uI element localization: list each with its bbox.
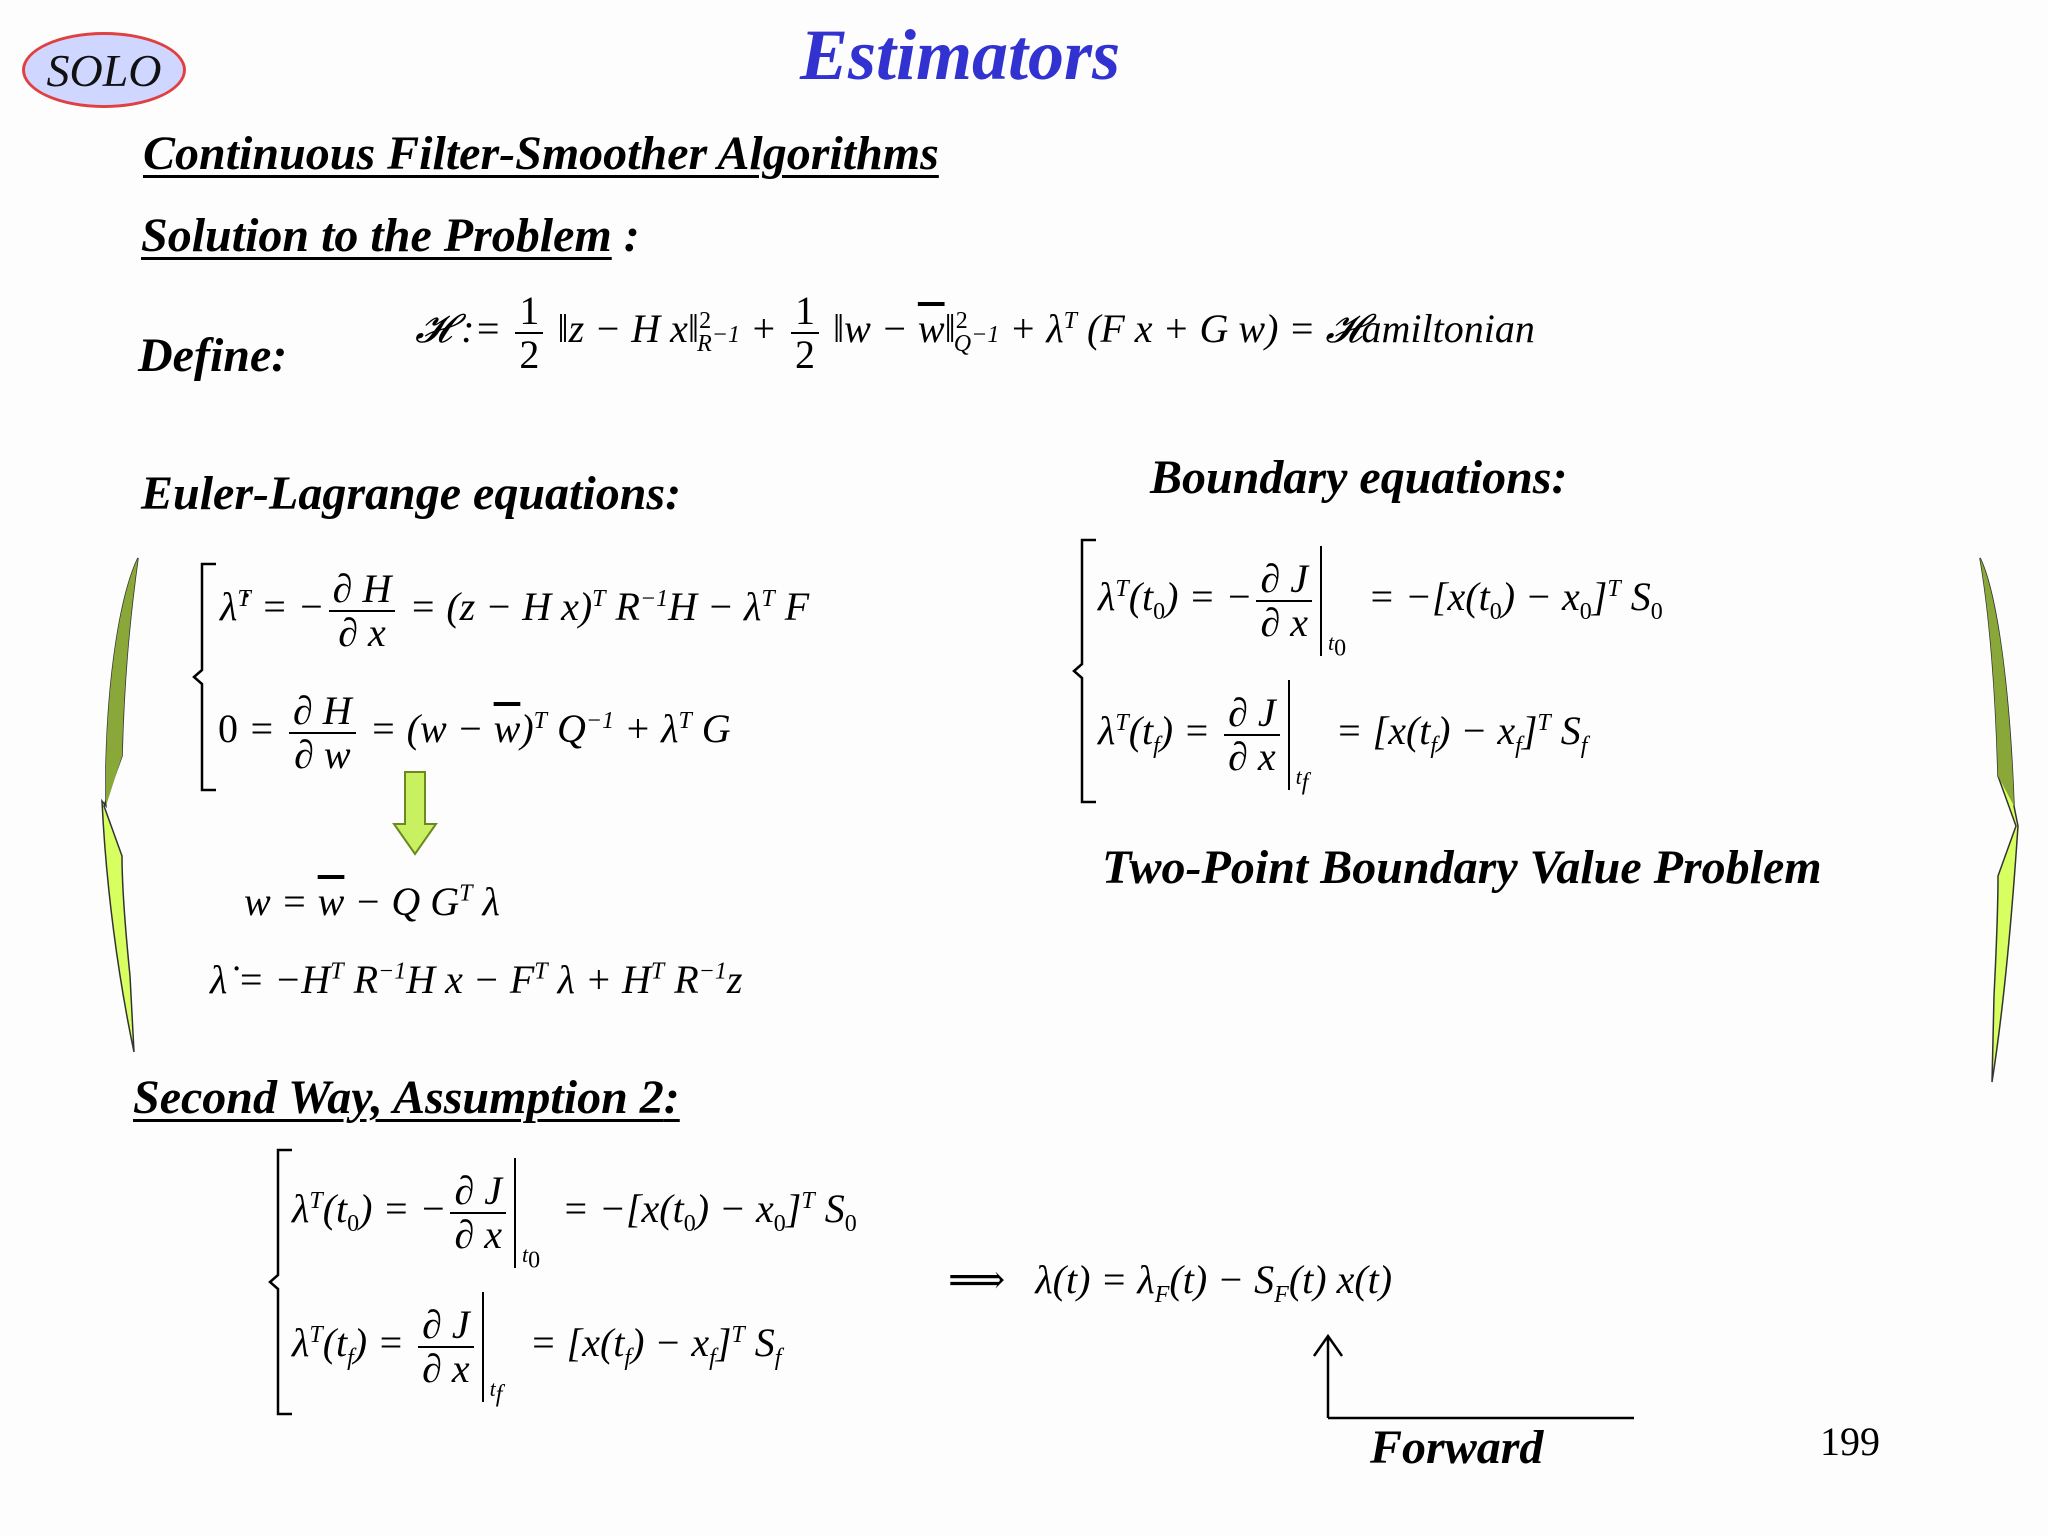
boundary-colon: : [1551, 451, 1568, 504]
heading-solution: Solution to the Problem [141, 209, 612, 262]
second-way-heading: Second Way, Assumption 2 [133, 1071, 664, 1124]
second-way-brace [268, 1148, 292, 1416]
euler-equation-1: λ̇T = −∂ H∂ x = (z − H x)T R−1H − λT F [220, 566, 810, 655]
lambda-dot-equation: λ̇ = −HT R−1H x − FT λ + HT R−1z [210, 957, 743, 1002]
forward-label: Forward [1370, 1421, 1544, 1474]
down-arrow-icon [392, 771, 438, 856]
heading-solution-row: Solution to the Problem : [141, 208, 640, 263]
boundary-heading: Boundary equations [1150, 451, 1552, 504]
right-green-brace-icon [1979, 557, 2019, 1083]
boundary-brace [1072, 538, 1096, 804]
euler-heading-row: Euler-Lagrange equations: [141, 466, 681, 521]
heading-continuous: Continuous Filter-Smoother Algorithms [143, 127, 939, 180]
solution-colon: : [623, 209, 640, 262]
solo-badge: SOLO [22, 32, 186, 108]
euler-brace [192, 562, 216, 792]
slide-title: Estimators [800, 15, 1121, 95]
euler-colon: : [665, 467, 682, 520]
implication-equation: ⟹ λ(t) = λF(t) − SF(t) x(t) [948, 1257, 1393, 1308]
left-green-brace-icon [101, 557, 139, 1053]
forward-arrow-icon [1312, 1333, 1634, 1420]
define-label: Define: [138, 329, 288, 382]
boundary-heading-row: Boundary equations: [1150, 450, 1567, 505]
w-solution: w = w − Q GT λ [244, 879, 500, 924]
two-point-label: Two-Point Boundary Value Problem [1102, 841, 1822, 894]
second-way-colon: : [663, 1071, 680, 1124]
euler-heading: Euler-Lagrange equations [141, 467, 666, 520]
euler-equation-2: 0 = ∂ H∂ w = (w − w)T Q−1 + λT G [218, 688, 731, 777]
page-number: 199 [1820, 1419, 1880, 1464]
second-way-heading-row: Second Way, Assumption 2: [133, 1070, 680, 1125]
